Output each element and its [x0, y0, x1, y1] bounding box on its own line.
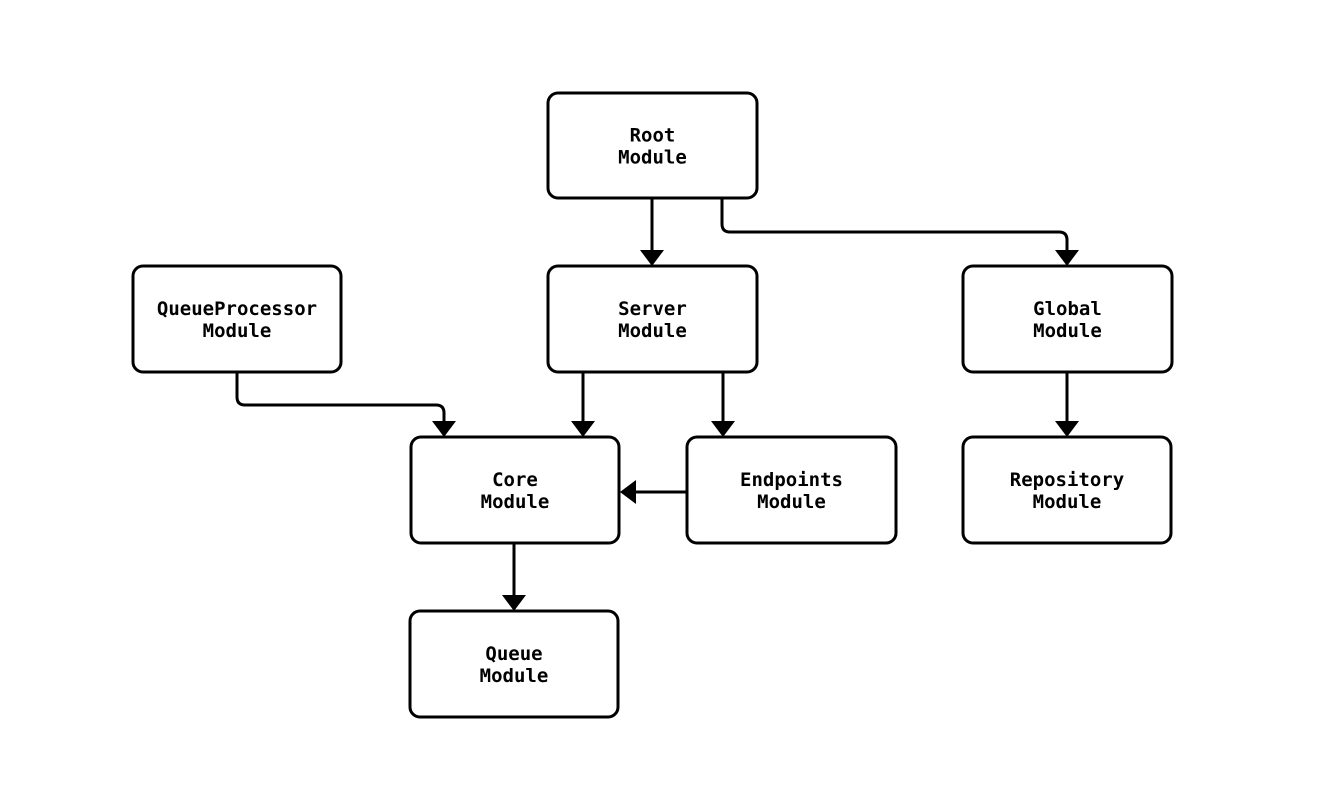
- edge-queueprocessor-to-core: [235, 372, 446, 428]
- node-server-module: [546, 264, 759, 374]
- edge-root-to-global: [720, 198, 1069, 257]
- node-queue-module: [408, 609, 620, 719]
- arrowhead-queueprocessor-to-core: [432, 421, 456, 437]
- node-endpoints-module: [685, 435, 898, 545]
- node-global-module: [961, 264, 1174, 374]
- arrowhead-server-to-endpoints: [711, 421, 735, 437]
- node-queueprocessor-module: [131, 264, 343, 374]
- arrowhead-root-to-server: [640, 250, 664, 266]
- arrowhead-endpoints-to-core: [620, 480, 636, 504]
- node-root-module: [546, 91, 759, 200]
- arrowhead-root-to-global: [1055, 250, 1079, 266]
- node-repository-module: [961, 435, 1173, 545]
- node-core-module: [409, 435, 621, 545]
- arrowhead-global-to-repository: [1055, 421, 1079, 437]
- arrowhead-core-to-queue: [502, 595, 526, 611]
- arrowhead-server-to-core: [571, 421, 595, 437]
